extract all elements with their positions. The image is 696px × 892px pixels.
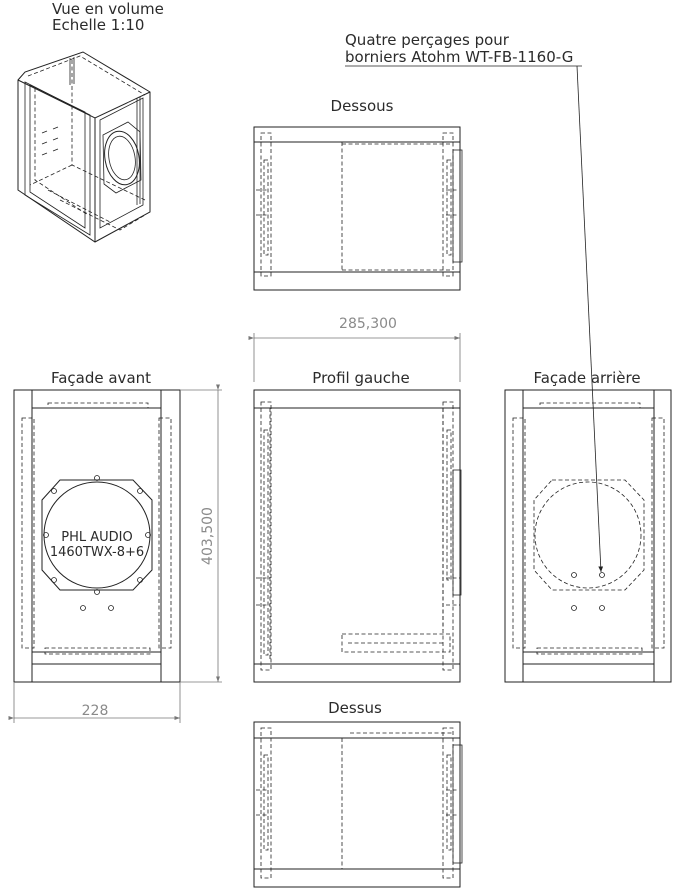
view-facade-avant: PHL AUDIO 1460TWX-8+6 (13, 389, 181, 683)
width-dimension: 228 (8, 682, 181, 723)
depth-dimension: 285,300 (248, 316, 461, 382)
height-dimension-value: 403,500 (200, 507, 216, 565)
view-label-dessous: Dessous (331, 97, 394, 115)
view-label-facade-arriere: Façade arrière (533, 369, 640, 387)
driver-brand-label: PHL AUDIO (61, 530, 132, 545)
isometric-view (17, 51, 151, 243)
note-line2: borniers Atohm WT-FB-1160-G (345, 48, 573, 66)
driver-model-label: 1460TWX-8+6 (50, 545, 144, 560)
depth-dimension-value: 285,300 (339, 316, 397, 332)
note-leader-arrow (576, 65, 604, 573)
view-title-line1: Vue en volume (52, 0, 164, 18)
view-dessous (253, 126, 463, 291)
view-dessus (253, 721, 463, 888)
width-dimension-value: 228 (82, 703, 109, 719)
note-line1: Quatre perçages pour (345, 31, 510, 49)
view-facade-arriere (504, 389, 672, 683)
scale-label: Echelle 1:10 (52, 16, 144, 34)
view-label-dessus: Dessus (328, 699, 382, 717)
view-label-facade-avant: Façade avant (51, 369, 151, 387)
view-profil-gauche (253, 389, 462, 683)
height-dimension: 403,500 (180, 384, 222, 683)
view-label-profil-gauche: Profil gauche (312, 369, 409, 387)
